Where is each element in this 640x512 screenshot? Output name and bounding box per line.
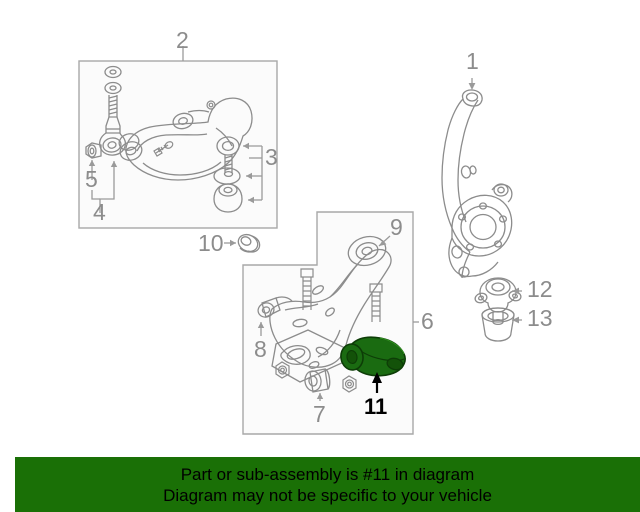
callout-3-leader [243, 142, 263, 204]
callout-label-3: 3 [265, 144, 278, 170]
callout-5-leader [88, 160, 96, 180]
upper-arm-stud-assembly [99, 65, 127, 156]
lower-ball-joint [474, 277, 522, 326]
banner-line-2: Diagram may not be specific to your vehi… [163, 485, 492, 505]
lower-arm-nut-right [342, 375, 357, 393]
upper-control-arm [118, 97, 253, 181]
lower-arm-nut-left [275, 361, 290, 379]
callout-label-12: 12 [527, 276, 553, 302]
upper-control-arm-assembly-box [78, 60, 278, 229]
upper-arm-small-bolt [153, 141, 174, 157]
callout-label-1: 1 [466, 48, 479, 74]
lower-ball-joint-bracket [340, 336, 406, 377]
ball-joint-boot [481, 307, 515, 342]
callout-4-leader [91, 161, 118, 213]
part-notice-banner: Part or sub-assembly is #11 in diagram D… [15, 457, 640, 512]
callout-label-9: 9 [390, 214, 403, 240]
callout-13-leader [512, 316, 522, 324]
callout-label-11: 11 [364, 394, 388, 419]
callout-8-leader [257, 322, 265, 336]
lower-arm-bolt-right [369, 283, 383, 322]
lower-arm-upper-bushing [347, 235, 387, 267]
callout-label-7: 7 [313, 401, 326, 427]
callout-7-leader [316, 393, 324, 401]
callout-label-10: 10 [198, 230, 224, 256]
lower-arm-bolt-left [300, 268, 314, 310]
upper-arm-washer-small [206, 100, 216, 110]
callout-label-5: 5 [85, 166, 98, 192]
callout-label-4: 4 [93, 199, 106, 225]
callout-10-leader [224, 239, 236, 247]
upper-ball-joint-kit [213, 155, 243, 213]
upper-arm-nut [85, 142, 102, 159]
banner-line-1: Part or sub-assembly is #11 in diagram [180, 464, 475, 484]
callout-label-6: 6 [421, 308, 434, 334]
callout-label-13: 13 [527, 305, 553, 331]
small-bushing [237, 233, 261, 253]
callout-9-leader [378, 235, 391, 247]
lower-arm-rear-bushing [304, 368, 331, 393]
steering-knuckle [441, 89, 513, 279]
callout-11-leader [372, 372, 382, 393]
callout-label-2: 2 [176, 27, 189, 53]
callout-label-8: 8 [254, 336, 267, 362]
callout-1-leader [468, 78, 476, 90]
lower-control-arm-assembly-box [242, 211, 414, 435]
callout-12-leader [512, 287, 522, 295]
